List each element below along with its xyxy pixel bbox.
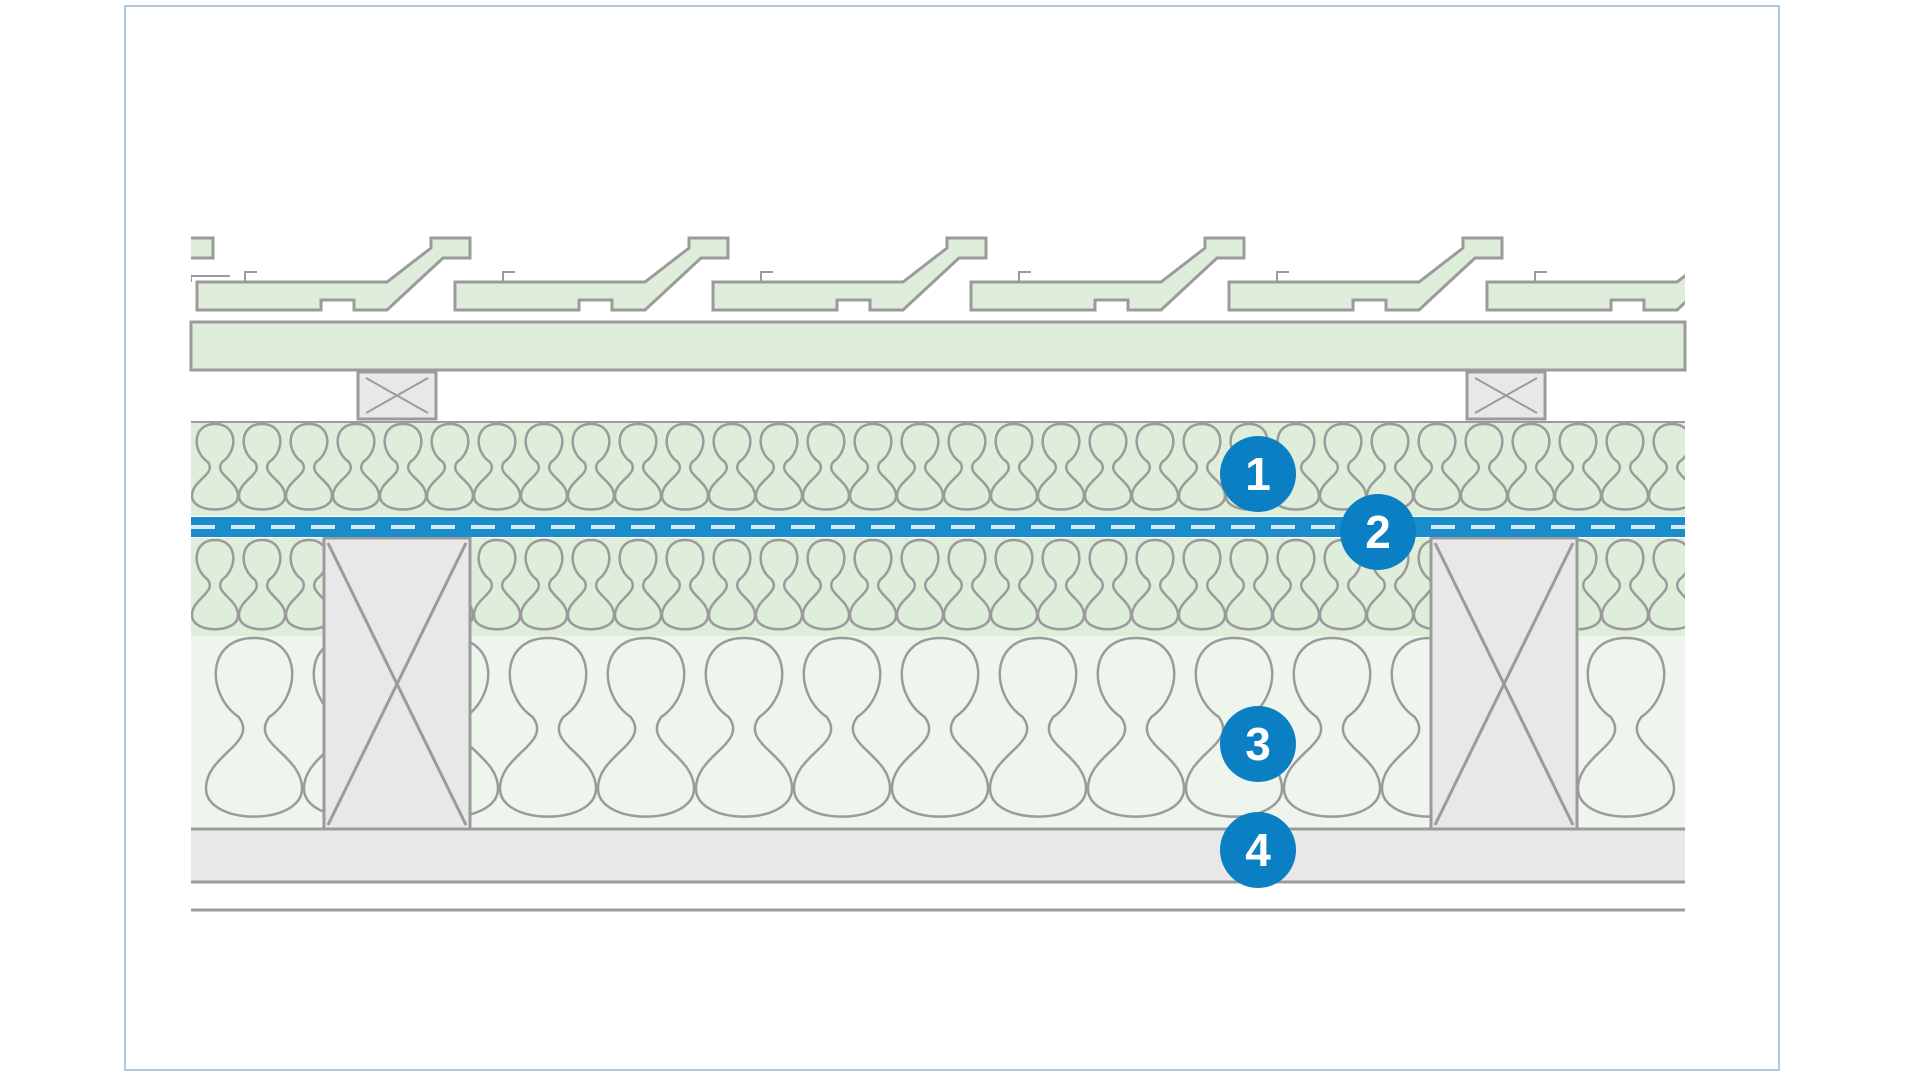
insulation-cell: [1282, 636, 1382, 818]
insulation-cell: [498, 636, 598, 818]
insulation-cell: [472, 422, 522, 511]
insulation-cell: [1083, 422, 1133, 511]
batten-cross-line: [1474, 377, 1538, 414]
insulation-cell: [1600, 538, 1650, 631]
rafter-cross-line: [326, 542, 468, 826]
insulation-cell: [848, 422, 898, 511]
insulation-cell: [989, 422, 1039, 511]
insulation-cell: [942, 422, 992, 511]
insulation-cell: [204, 636, 304, 818]
layer-badge-4-label: 4: [1245, 824, 1271, 876]
insulation-cell: [1553, 422, 1603, 511]
insulation-cell: [1271, 538, 1321, 631]
roof-tile-edge: [191, 275, 230, 282]
insulation-cell: [566, 422, 616, 511]
insulation-cell: [191, 538, 240, 631]
roof-tile: [1485, 273, 1685, 312]
insulation-cell: [988, 636, 1088, 818]
roof-tile-lip: [1018, 271, 1031, 282]
roof-tile-lip: [244, 271, 257, 282]
layer-badge-3: 3: [1220, 706, 1296, 782]
insulation-cell: [284, 422, 334, 511]
roof-tile: [969, 236, 1246, 312]
insulation-cell: [519, 422, 569, 511]
insulation-cell: [1696, 424, 1742, 510]
insulation-cell: [848, 538, 898, 631]
insulation-cell: [1318, 538, 1368, 631]
roof-tile: [191, 236, 215, 260]
insulation-cell: [1506, 422, 1556, 511]
roof-tile-lip: [502, 271, 515, 282]
insulation-cell: [191, 422, 240, 511]
insulation-cell: [801, 538, 851, 631]
interior-lining-layer: [191, 829, 1685, 882]
insulation-cell: [425, 422, 475, 511]
layer-badge-2-label: 2: [1365, 506, 1391, 558]
insulation-cell: [895, 538, 945, 631]
insulation-cell: [694, 636, 794, 818]
rafter-cross-line: [1433, 542, 1575, 826]
layer-badge-1: 1: [1220, 436, 1296, 512]
insulation-cell: [801, 422, 851, 511]
insulation-cell: [942, 538, 992, 631]
insulation-cell: [1130, 422, 1180, 511]
insulation-cell: [1576, 636, 1676, 818]
insulation-cell: [895, 422, 945, 511]
insulation-cell: [754, 538, 804, 631]
insulation-cell: [378, 422, 428, 511]
roof-tile-lip: [1534, 271, 1547, 282]
roof-tile-lip: [760, 271, 773, 282]
insulation-cell: [1318, 422, 1368, 511]
batten-cross-line: [365, 377, 429, 414]
insulation-cell: [1130, 538, 1180, 631]
insulation-cell: [1459, 422, 1509, 511]
insulation-cell: [1177, 538, 1227, 631]
insulation-cell: [1224, 538, 1274, 631]
counter-lath-board: [189, 320, 1687, 372]
insulation-cell: [1600, 422, 1650, 511]
insulation-cell: [792, 636, 892, 818]
insulation-cell: [1647, 422, 1685, 511]
insulation-cell: [596, 636, 696, 818]
roof-tile: [1227, 236, 1504, 312]
insulation-cell: [237, 538, 287, 631]
rafters: [322, 536, 1579, 831]
layer-badge-1-label: 1: [1245, 448, 1271, 500]
insulation-cell: [890, 636, 990, 818]
insulation-cell: [1086, 636, 1186, 818]
insulation-cell: [613, 538, 663, 631]
layer-badge-4: 4: [1220, 812, 1296, 888]
insulation-cell: [707, 422, 757, 511]
insulation-cell: [754, 422, 804, 511]
layer-badge-3-label: 3: [1245, 718, 1271, 770]
insulation-cell: [1177, 422, 1227, 511]
insulation-cell: [1036, 422, 1086, 511]
insulation-cell: [1647, 538, 1685, 631]
insulation-cell: [472, 538, 522, 631]
insulation-cell: [660, 538, 710, 631]
insulation-cell: [613, 422, 663, 511]
insulation-cell: [519, 538, 569, 631]
roof-tile: [195, 236, 472, 312]
roof-tiles-icon: [191, 236, 1685, 312]
top-insulation-pattern: [191, 422, 1742, 511]
roof-tile: [711, 236, 988, 312]
insulation-cell: [1036, 538, 1086, 631]
insulation-cell: [237, 422, 287, 511]
insulation-cell: [660, 422, 710, 511]
insulation-cell: [707, 538, 757, 631]
insulation-cell: [331, 422, 381, 511]
insulation-cell: [1412, 422, 1462, 511]
roof-tile: [453, 236, 730, 312]
membrane-layer: [191, 517, 1685, 537]
insulation-cell: [566, 538, 616, 631]
insulation-cell: [1696, 540, 1742, 629]
battens: [356, 370, 1547, 421]
roof-tile-lip: [1276, 271, 1289, 282]
insulation-cell: [284, 538, 334, 631]
insulation-cell: [989, 538, 1039, 631]
insulation-cell: [1083, 538, 1133, 631]
layer-badge-2: 2: [1340, 494, 1416, 570]
